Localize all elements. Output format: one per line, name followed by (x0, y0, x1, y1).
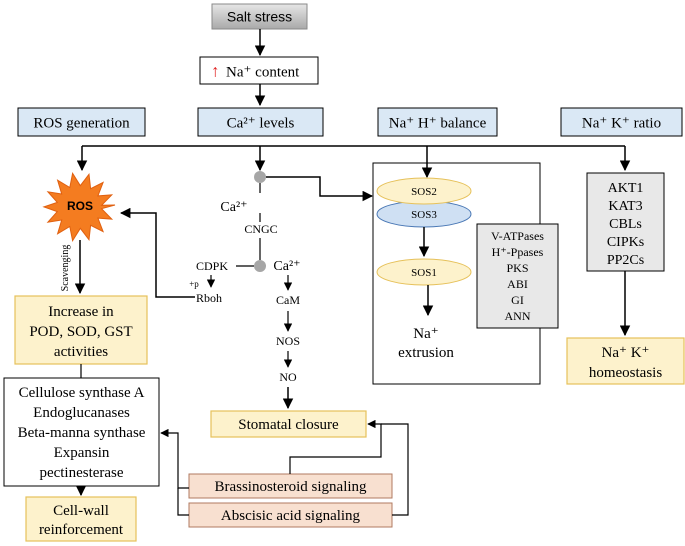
ros-burst-label: ROS (67, 199, 93, 213)
salt-stress-label: Salt stress (227, 9, 292, 25)
abscisic-label: Abscisic acid signaling (221, 508, 361, 524)
extrusion-line-2: extrusion (398, 345, 454, 361)
cdpk-label: CDPK (196, 259, 228, 273)
cell-wall-enzymes-box (3, 377, 160, 487)
na-h-balance-label: Na⁺ H⁺ balance (389, 116, 487, 132)
homeostasis-line-2: homeostasis (589, 365, 662, 381)
transporter-5: GI (511, 293, 524, 307)
brassinosteroid-box (188, 473, 393, 499)
ros-burst-icon (42, 171, 116, 243)
enzyme-line-2: Endoglucanases (33, 405, 130, 421)
line-abscisic-join (177, 488, 189, 516)
stomatal-closure-label: Stomatal closure (238, 417, 339, 433)
ratio-gene-4: CIPKs (607, 235, 644, 250)
brassinosteroid-label: Brassinosteroid signaling (214, 479, 367, 495)
sos3-label: SOS3 (411, 209, 437, 221)
cngc-label: CNGC (244, 222, 277, 236)
enzyme-line-3: Beta-manna synthase (18, 425, 146, 441)
na-k-ratio-label: Na⁺ K⁺ ratio (582, 116, 661, 132)
arrow-rboh-to-ros (119, 207, 195, 298)
ros-generation-box (17, 107, 146, 137)
enzyme-line-4: Expansin (54, 445, 110, 461)
ca-node-top (254, 171, 266, 183)
reinforcement-line-2: reinforcement (39, 522, 124, 538)
sos1-ellipse (376, 258, 472, 286)
ca-node-cdpk (254, 260, 266, 272)
ca-levels-label: Ca²⁺ levels (227, 116, 295, 132)
increase-line-1: Increase in (48, 304, 114, 320)
na-h-balance-box (377, 107, 498, 137)
salt-stress-box (211, 3, 308, 30)
transporter-4: ABI (507, 277, 528, 291)
plus-p-label: +p (189, 279, 199, 289)
no-label: NO (279, 370, 297, 384)
ratio-gene-5: PP2Cs (607, 253, 644, 268)
increase-line-3: activities (54, 344, 108, 360)
cell-wall-reinforcement-box (25, 496, 137, 542)
line-signaling-to-enzymes (160, 428, 189, 489)
reinforcement-line-1: Cell-wall (53, 503, 109, 519)
rboh-label: Rboh (196, 291, 222, 305)
na-k-ratio-box (560, 107, 683, 137)
ratio-gene-3: CBLs (609, 217, 642, 232)
ros-generation-label: ROS generation (33, 116, 130, 132)
transporters-box (476, 223, 559, 329)
enzyme-line-5: pectinesterase (39, 465, 123, 481)
na-content-label: Na⁺ content (226, 65, 300, 81)
ratio-gene-2: KAT3 (608, 199, 642, 214)
scavenging-label: Scavenging (60, 245, 71, 292)
extrusion-line-1: Na⁺ (413, 326, 438, 342)
transporter-3: PKS (506, 261, 528, 275)
homeostasis-box (566, 337, 685, 385)
line-ca-node-to-sos (266, 176, 374, 202)
na-content-arrow: ↑ (211, 62, 220, 81)
nos-label: NOS (276, 334, 300, 348)
ca2b-label: Ca²⁺ (273, 259, 300, 274)
transporter-6: ANN (505, 309, 531, 323)
transporter-1: V-ATPases (491, 229, 544, 243)
sos2-ellipse (376, 177, 472, 205)
enzyme-line-1: Cellulose synthase A (19, 385, 145, 401)
line-abscisic-to-stomatal (381, 423, 409, 516)
ca-levels-box (197, 107, 324, 137)
ratio-genes-box (586, 172, 665, 272)
sos2-label: SOS2 (411, 186, 437, 198)
transporter-2: H⁺-Ppases (492, 245, 544, 259)
homeostasis-line-1: Na⁺ K⁺ (602, 345, 650, 361)
increase-line-2: POD, SOD, GST (29, 324, 132, 340)
line-brassino-to-stomatal (289, 419, 382, 474)
abscisic-box (188, 502, 393, 528)
cam-label: CaM (276, 293, 300, 307)
stomatal-closure-box (210, 410, 367, 438)
ca2-label: Ca²⁺ (220, 200, 247, 215)
sos1-label: SOS1 (411, 267, 437, 279)
ratio-gene-1: AKT1 (608, 181, 644, 196)
na-content-box (199, 56, 319, 85)
